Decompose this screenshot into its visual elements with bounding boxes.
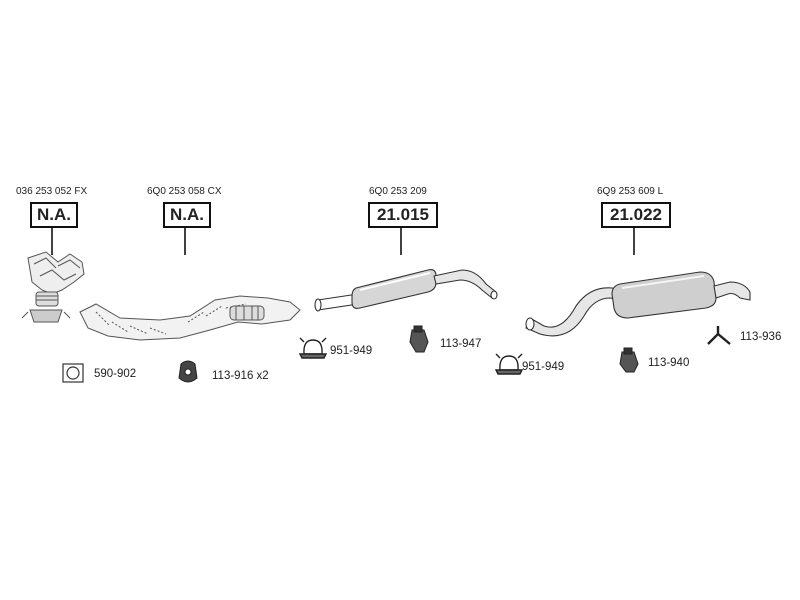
accessory-label-clamp-2: 951-949 <box>522 361 565 373</box>
front-pipe-illustration <box>79 295 301 341</box>
rubber-mount-icon-2 <box>619 347 639 373</box>
accessory-label-mount-2: 113-940 <box>648 357 690 369</box>
middle-silencer-illustration <box>314 269 498 312</box>
part-code-manifold[interactable]: N.A. <box>30 202 78 228</box>
oem-number-front-pipe: 6Q0 253 058 CX <box>147 186 222 197</box>
hanger-bracket-icon <box>707 326 731 345</box>
oem-number-manifold: 036 253 052 FX <box>16 186 88 197</box>
gasket-icon <box>62 363 84 383</box>
part-code-front-pipe[interactable]: N.A. <box>163 202 211 228</box>
oem-number-middle-silencer: 6Q0 253 209 <box>369 186 427 197</box>
part-code-rear-silencer[interactable]: 21.022 <box>601 202 671 228</box>
rear-silencer-illustration <box>525 271 751 337</box>
accessory-label-hanger: 113-916 x2 <box>212 370 269 382</box>
rubber-mount-icon <box>409 325 429 353</box>
manifold-illustration <box>21 251 85 323</box>
accessory-label-clamp-1: 951-949 <box>330 345 373 357</box>
rubber-hanger-icon <box>178 360 198 383</box>
accessory-label-gasket: 590-902 <box>94 368 137 380</box>
accessory-label-bracket: 113-936 <box>740 331 782 343</box>
pipe-clamp-icon <box>298 337 328 359</box>
oem-number-rear-silencer: 6Q9 253 609 L <box>597 186 664 197</box>
part-code-middle-silencer[interactable]: 21.015 <box>368 202 438 228</box>
pipe-clamp-icon-2 <box>494 353 524 375</box>
accessory-label-mount-1: 113-947 <box>440 338 482 350</box>
